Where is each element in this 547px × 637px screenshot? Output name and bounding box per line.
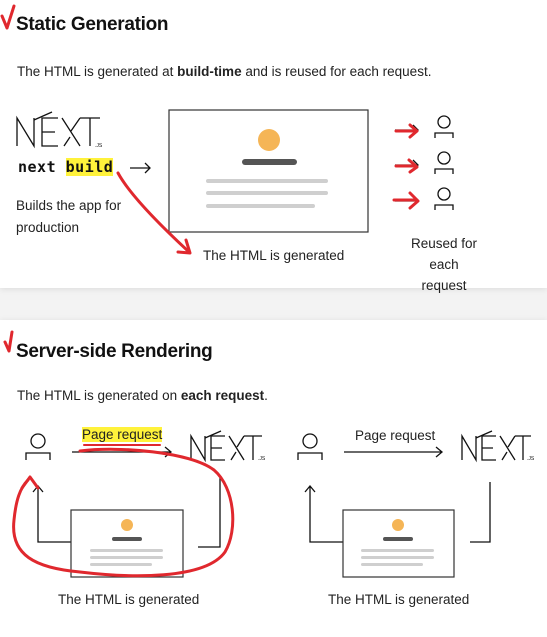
right-page-mockup <box>342 509 455 578</box>
left-nextjs-logo <box>190 430 262 463</box>
right-nextjs-logo-js: .JS <box>527 456 535 462</box>
ssr-checkmark-annotation <box>3 330 14 353</box>
right-html-generated-caption: The HTML is generated <box>328 592 470 607</box>
static-generation-card: Static Generation The HTML is generated … <box>0 0 547 293</box>
static-generation-title: Static Generation <box>16 14 169 35</box>
right-nextjs-logo <box>461 430 531 463</box>
static-generation-description: The HTML is generated at build-time and … <box>17 64 432 79</box>
nextjs-logo <box>16 111 100 149</box>
right-request-arrow <box>344 446 444 458</box>
left-page-request-label: Page request <box>82 427 163 442</box>
user-icons <box>434 115 454 210</box>
ssr-title: Server-side Rendering <box>16 341 213 362</box>
ssr-card: Server-side Rendering The HTML is genera… <box>0 320 547 637</box>
right-page-request-label: Page request <box>355 428 436 443</box>
page-avatar-circle <box>258 129 280 151</box>
build-highlight: build <box>65 158 114 176</box>
left-html-generated-caption: The HTML is generated <box>58 592 200 607</box>
html-page-mockup <box>168 109 369 233</box>
right-return-arrows <box>304 482 491 543</box>
nextjs-logo-js: .JS <box>95 143 103 149</box>
ssr-description: The HTML is generated on each request. <box>17 388 268 403</box>
right-user-icon <box>297 433 323 460</box>
left-user-icon <box>25 433 51 460</box>
ssr-red-annotations <box>3 330 235 578</box>
static-generation-diagram: .JS <box>0 4 454 255</box>
next-build-command: next build <box>18 158 114 176</box>
checkmark-annotation <box>0 4 16 30</box>
ssr-diagram: .JS .JS <box>3 330 535 578</box>
red-annotations <box>0 4 420 255</box>
left-page-mockup <box>70 509 184 578</box>
html-generated-caption: The HTML is generated <box>203 248 345 263</box>
build-arrow <box>130 162 151 174</box>
left-nextjs-logo-js: .JS <box>258 456 266 462</box>
